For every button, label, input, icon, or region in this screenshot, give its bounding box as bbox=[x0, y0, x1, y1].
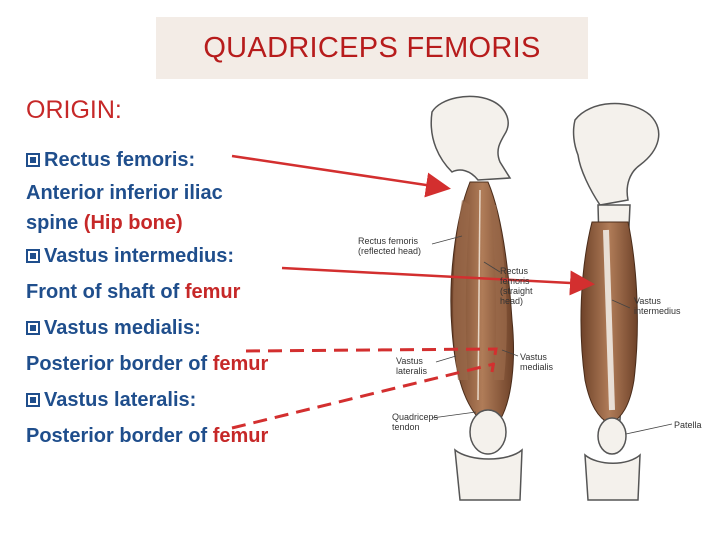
arrow-vastus-intermedius bbox=[281, 266, 595, 296]
label-line: medialis bbox=[520, 362, 554, 372]
label-line: femoris bbox=[500, 276, 530, 286]
label-patella: Patella bbox=[674, 420, 702, 430]
label-line: Rectus femoris bbox=[358, 236, 419, 246]
muscle-name: Vastus lateralis: bbox=[44, 389, 197, 411]
highlight-text: femur bbox=[212, 425, 269, 447]
label-line: Vastus bbox=[634, 296, 661, 306]
desc-text: spine bbox=[26, 212, 84, 234]
muscle-name: Rectus femoris: bbox=[44, 149, 196, 171]
checkbox-bullet-icon bbox=[26, 393, 40, 407]
muscle-name: Vastus intermedius: bbox=[44, 245, 235, 267]
knee-right bbox=[584, 417, 641, 501]
origin-desc: Posterior border of femur bbox=[26, 346, 356, 382]
origin-arrows bbox=[231, 154, 595, 430]
checkbox-bullet-icon bbox=[26, 153, 40, 167]
arrow-vastus-lateralis bbox=[231, 362, 495, 430]
vastus-intermedius-right bbox=[580, 221, 638, 425]
label-line: Vastus bbox=[520, 352, 547, 362]
hip-bone-left bbox=[430, 95, 512, 181]
muscle-name: Vastus medialis: bbox=[44, 317, 201, 339]
title-box: QUADRICEPS FEMORIS bbox=[156, 17, 588, 79]
origin-desc: Posterior border of femur bbox=[26, 418, 356, 454]
list-item-vastus-lateralis: Vastus lateralis: bbox=[26, 382, 356, 418]
origin-desc: spine (Hip bone) bbox=[26, 208, 356, 238]
highlight-text: (Hip bone) bbox=[83, 212, 183, 234]
highlight-text: femur bbox=[184, 281, 241, 303]
label-line: (reflected head) bbox=[358, 246, 422, 256]
thigh-muscles-left bbox=[450, 181, 514, 421]
label-rectus-reflected: Rectus femoris (reflected head) bbox=[358, 236, 421, 256]
label-vastus-intermedius: Vastus intermedius bbox=[634, 296, 681, 316]
desc-text: Anterior inferior iliac bbox=[26, 182, 223, 204]
label-rectus-straight: Rectus femoris (straight head) bbox=[500, 266, 533, 306]
label-line: lateralis bbox=[396, 366, 428, 376]
desc-text: Front of shaft of bbox=[26, 281, 185, 303]
origin-list: Rectus femoris: Anterior inferior iliac … bbox=[26, 142, 356, 454]
label-line: Quadriceps bbox=[392, 412, 439, 422]
origin-desc: Front of shaft of femur bbox=[26, 274, 356, 310]
leader-lines bbox=[431, 235, 673, 435]
list-item-vastus-medialis: Vastus medialis: bbox=[26, 310, 356, 346]
label-vastus-lateralis: Vastus lateralis bbox=[396, 356, 427, 376]
checkbox-bullet-icon bbox=[26, 321, 40, 335]
desc-text: Posterior border of bbox=[26, 425, 213, 447]
arrow-rectus-femoris bbox=[231, 154, 451, 198]
label-line: head) bbox=[500, 296, 524, 306]
label-vastus-medialis: Vastus medialis bbox=[520, 352, 553, 372]
checkbox-bullet-icon bbox=[26, 249, 40, 263]
origin-desc: Anterior inferior iliac bbox=[26, 178, 356, 208]
highlight-text: femur bbox=[212, 353, 269, 375]
desc-text: Posterior border of bbox=[26, 353, 213, 375]
label-line: intermedius bbox=[634, 306, 681, 316]
slide-title: QUADRICEPS FEMORIS bbox=[203, 31, 541, 64]
list-item-vastus-intermedius: Vastus intermedius: bbox=[26, 238, 356, 274]
origin-heading: ORIGIN: bbox=[26, 96, 122, 124]
label-line: Rectus bbox=[500, 266, 529, 276]
label-line: tendon bbox=[392, 422, 420, 432]
label-line: Vastus bbox=[396, 356, 423, 366]
label-line: (straight bbox=[500, 286, 533, 296]
knee-left bbox=[454, 409, 523, 501]
label-quadriceps-tendon: Quadriceps tendon bbox=[392, 412, 438, 432]
list-item-rectus-femoris: Rectus femoris: bbox=[26, 142, 356, 178]
